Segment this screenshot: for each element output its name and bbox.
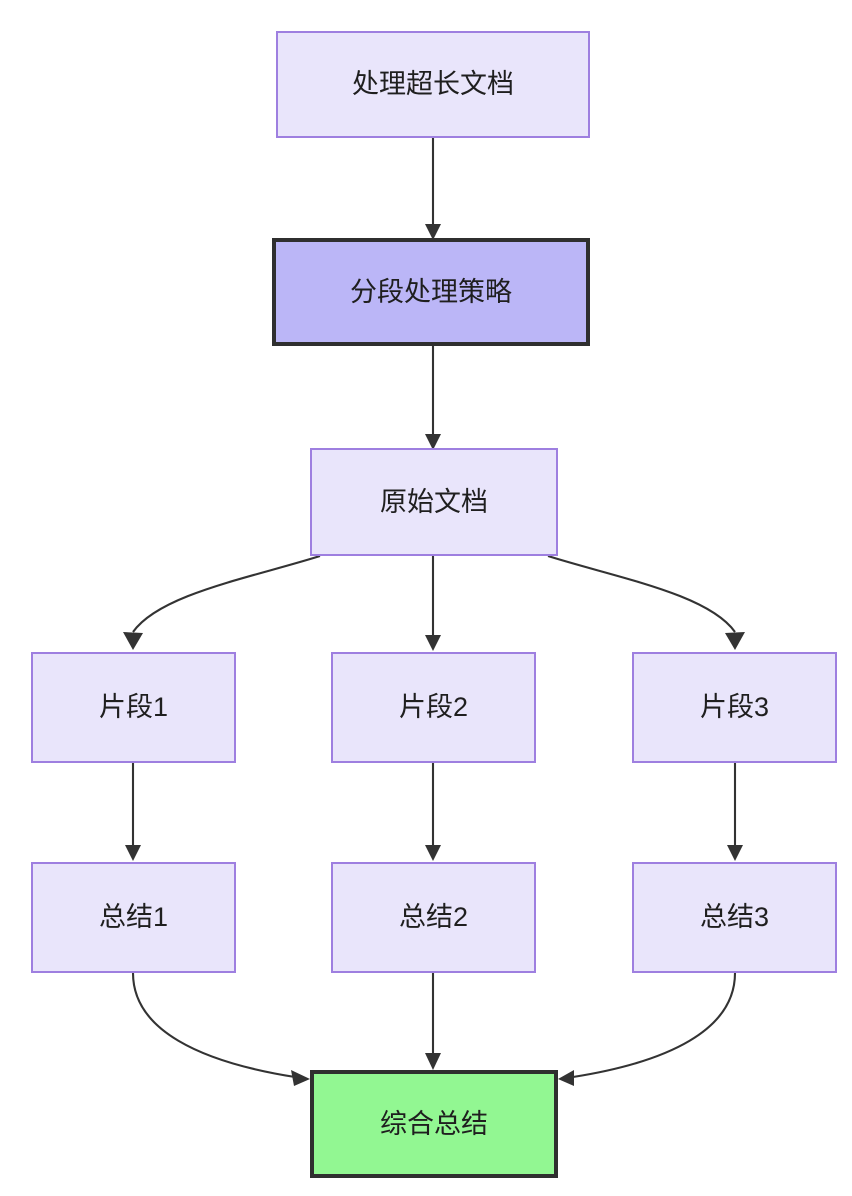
edge-n4-n7 (125, 763, 141, 861)
edge-n5-n8 (425, 763, 441, 861)
node-label: 总结2 (398, 902, 469, 933)
edge-n1-n2 (425, 138, 441, 240)
node-label: 总结1 (98, 902, 169, 933)
node-original-document[interactable]: 原始文档 (310, 448, 558, 556)
node-label: 分段处理策略 (350, 276, 512, 307)
edge-n3-n4 (123, 554, 321, 650)
node-summary-1[interactable]: 总结1 (31, 862, 236, 973)
edge-n9-n10 (558, 972, 737, 1086)
node-label: 片段3 (699, 692, 770, 723)
node-fragment-3[interactable]: 片段3 (632, 652, 837, 763)
node-label: 原始文档 (380, 486, 488, 517)
node-label: 片段1 (98, 692, 169, 723)
edge-n3-n6 (547, 554, 745, 650)
node-label: 处理超长文档 (352, 69, 514, 100)
node-summary-2[interactable]: 总结2 (331, 862, 536, 973)
node-label: 综合总结 (380, 1108, 488, 1139)
node-process-long-document[interactable]: 处理超长文档 (276, 31, 590, 138)
node-summary-3[interactable]: 总结3 (632, 862, 837, 973)
edge-n7-n10 (131, 972, 310, 1086)
node-label: 片段2 (398, 692, 469, 723)
edge-n6-n9 (727, 763, 743, 861)
edge-n3-n5 (425, 556, 441, 651)
node-chunking-strategy[interactable]: 分段处理策略 (272, 238, 590, 346)
edge-n2-n3 (425, 345, 441, 450)
node-fragment-1[interactable]: 片段1 (31, 652, 236, 763)
node-fragment-2[interactable]: 片段2 (331, 652, 536, 763)
node-label: 总结3 (699, 902, 770, 933)
node-final-summary[interactable]: 综合总结 (310, 1070, 558, 1178)
edge-n8-n10 (425, 973, 441, 1070)
